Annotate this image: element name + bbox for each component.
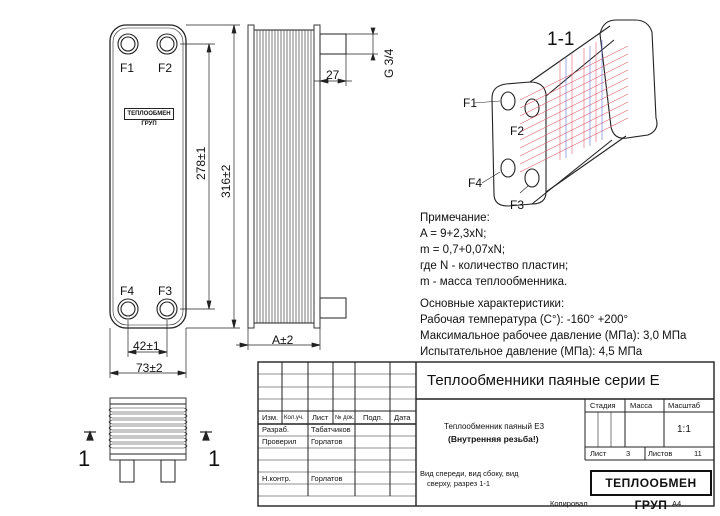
characteristics-heading: Основные характеристики: <box>420 298 565 310</box>
characteristics-line: Максимальное рабочее давление (МПа): 3,0… <box>420 330 687 342</box>
front-view-dimensions <box>109 24 240 378</box>
role-checked: Проверил <box>262 437 297 446</box>
doc-title-line1: Теплообменник паяный Е3 <box>444 422 545 431</box>
notes-line: m = 0,7+0,07xN; <box>420 244 506 256</box>
col-header: Кол.уч. <box>284 415 304 421</box>
section-title: 1-1 <box>547 29 575 50</box>
characteristics-block: Основные характеристики: Рабочая темпера… <box>420 296 686 360</box>
section-port-label-f2: F2 <box>510 124 525 138</box>
scale-value: 1:1 <box>677 424 691 435</box>
section-view <box>473 19 658 207</box>
section-port-label-f4: F4 <box>468 176 483 190</box>
section-cut-markers <box>84 430 212 441</box>
front-port-label-f4: F4 <box>120 284 135 298</box>
dim-width-outer: 73±2 <box>136 361 163 375</box>
col-header: Дата <box>394 413 411 422</box>
dim-thread: G 3/4 <box>382 48 396 78</box>
company-logo: ТЕПЛООБМЕН ГРУП <box>590 470 712 512</box>
name-checked: Горлатов <box>311 437 343 446</box>
sheet-value: 3 <box>626 449 631 458</box>
mass-label: Масса <box>630 401 653 410</box>
cut-label-left: 1 <box>78 446 91 471</box>
format-label: А4 <box>672 499 682 508</box>
side-view-plates <box>256 30 312 323</box>
role-control: Н.контр. <box>262 474 291 483</box>
notes-line: где N - количество пластин; <box>420 260 569 272</box>
doc-title-line2: (Внутренняя резьба!) <box>448 434 539 444</box>
side-view-dimensions <box>236 27 378 350</box>
side-view-nozzles <box>319 33 347 319</box>
role-developed: Разраб. <box>262 425 290 434</box>
section-flow-lines-blue <box>565 40 603 158</box>
name-control: Горлатов <box>311 474 343 483</box>
characteristics-line: Испытательное давление (МПа): 4,5 МПа <box>420 346 643 358</box>
front-port-label-f1: F1 <box>120 61 135 75</box>
top-view-plates <box>108 407 188 449</box>
section-flow-lines <box>519 42 629 173</box>
front-view-ports <box>117 33 178 320</box>
dim-width-inner: 42±1 <box>133 339 160 353</box>
col-header: Лист <box>312 413 329 422</box>
characteristics-line: Рабочая температура (C°): -160° +200° <box>420 314 629 326</box>
view-desc-line1: Вид спереди, вид сбоку, вид <box>420 469 519 478</box>
scale-label: Масштаб <box>668 401 701 410</box>
plate-logo: ТЕПЛООБМЕН ГРУП <box>124 108 174 127</box>
dim-pack: A±2 <box>272 333 294 347</box>
dim-height-inner: 278±1 <box>194 146 208 180</box>
notes-block: Примечание: A = 9+2,3xN; m = 0,7+0,07xN;… <box>420 210 568 290</box>
section-port-label-f1: F1 <box>463 96 478 110</box>
stage-label: Стадия <box>590 401 616 410</box>
cut-label-right: 1 <box>208 446 221 471</box>
series-title: Теплообменники паяные серии Е <box>427 372 660 389</box>
front-view-plate <box>109 24 187 329</box>
front-port-label-f2: F2 <box>158 61 173 75</box>
section-port-label-f3: F3 <box>510 198 525 212</box>
col-header: Подп. <box>363 413 383 422</box>
dim-nozzle: 27 <box>326 68 340 82</box>
title-block-grid <box>257 361 715 507</box>
top-view-nozzles <box>119 459 176 483</box>
sheets-label: Листов <box>648 449 673 458</box>
sheets-value: 11 <box>694 449 702 458</box>
copied-label: Копировал <box>550 499 588 508</box>
col-header: № док. <box>335 415 355 421</box>
notes-heading: Примечание: <box>420 212 490 224</box>
top-view-body <box>109 397 187 461</box>
dim-height-outer: 316±2 <box>219 164 233 198</box>
name-developed: Табатчиков <box>311 425 351 434</box>
sheet-label: Лист <box>590 449 607 458</box>
notes-line: m - масса теплообменника. <box>420 276 568 288</box>
view-desc-line2: сверху, разрез 1-1 <box>427 479 491 488</box>
front-port-label-f3: F3 <box>158 284 173 298</box>
col-header: Изм. <box>262 413 279 422</box>
notes-line: A = 9+2,3xN; <box>420 228 487 240</box>
